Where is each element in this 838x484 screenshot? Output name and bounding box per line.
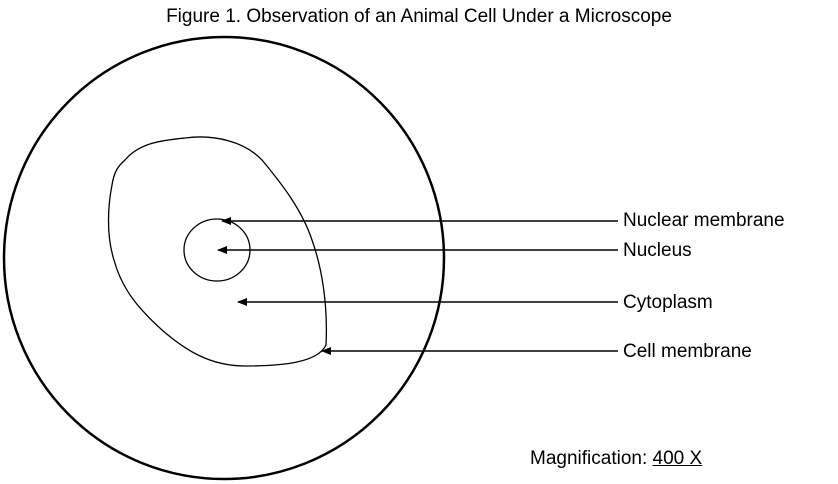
cell-membrane-label: Cell membrane bbox=[623, 341, 752, 362]
magnification-value: 400 X bbox=[652, 448, 703, 469]
cell-membrane-outline bbox=[107, 136, 328, 367]
cytoplasm-label: Cytoplasm bbox=[623, 292, 713, 313]
nuclear-membrane-label: Nuclear membrane bbox=[623, 210, 785, 231]
figure-title: Figure 1. Observation of an Animal Cell … bbox=[166, 6, 672, 27]
microscope-field-of-view bbox=[2, 35, 446, 481]
magnification-readout: Magnification: 400 X bbox=[530, 448, 702, 470]
nucleus-label: Nucleus bbox=[623, 240, 692, 261]
magnification-label: Magnification: bbox=[530, 448, 648, 469]
